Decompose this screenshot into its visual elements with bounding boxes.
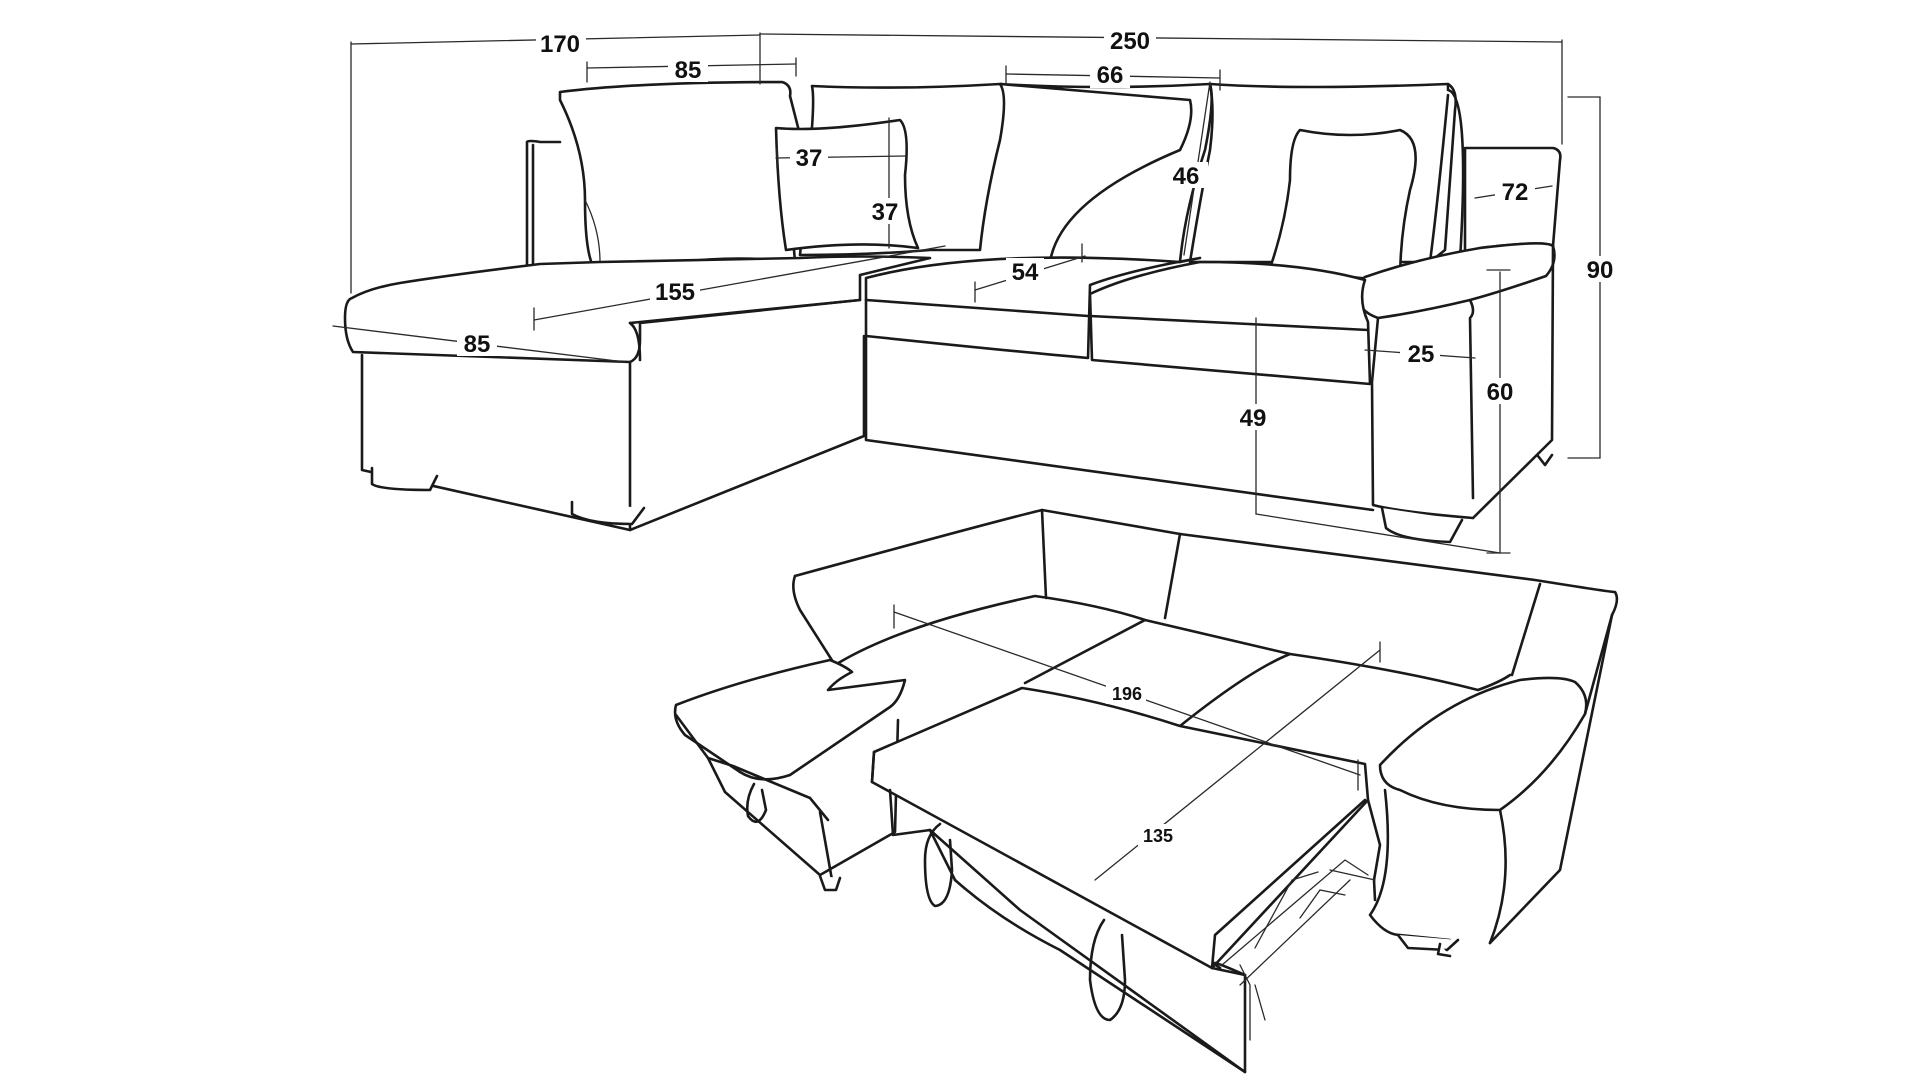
pulled-out-bed: [870, 686, 1370, 970]
label-seat-depth: 54: [1012, 259, 1039, 286]
right-pillow: [1268, 128, 1417, 284]
left-pillow: [774, 118, 920, 252]
label-seat-height: 49: [1240, 405, 1267, 432]
sofa-bed-right-arm: [1378, 676, 1588, 812]
label-bed-length: 196: [1112, 684, 1142, 704]
dimension-labels: 170 250 85 66 37 37 46 72 90 155 54 85 2…: [457, 26, 1620, 846]
label-armrest-width: 25: [1408, 341, 1435, 368]
sofa-bed-drawing: [673, 508, 1619, 1074]
right-back-cushion: [998, 82, 1213, 264]
label-total-width-right: 250: [1110, 28, 1150, 55]
label-bed-width: 135: [1143, 826, 1173, 846]
label-arm-height: 60: [1487, 379, 1514, 406]
label-armrest-depth: 72: [1502, 179, 1529, 206]
label-chaise-width: 85: [464, 331, 491, 358]
left-back-cushion: [558, 80, 802, 268]
label-back-cushion-width: 85: [675, 57, 702, 84]
label-back-height: 46: [1173, 163, 1200, 190]
label-pillow-height: 37: [872, 199, 899, 226]
seat-cushion-left: [864, 256, 1202, 360]
label-total-width-left: 170: [540, 31, 580, 58]
label-total-height: 90: [1587, 257, 1614, 284]
label-pillow-width: 37: [796, 145, 823, 172]
label-chaise-length: 155: [655, 279, 695, 306]
sofa-bed-chaise: [673, 658, 907, 781]
corner-sofa-drawing: [343, 80, 1562, 544]
label-seat-cushion-width: 66: [1097, 62, 1124, 89]
chaise-seat: [343, 255, 932, 364]
